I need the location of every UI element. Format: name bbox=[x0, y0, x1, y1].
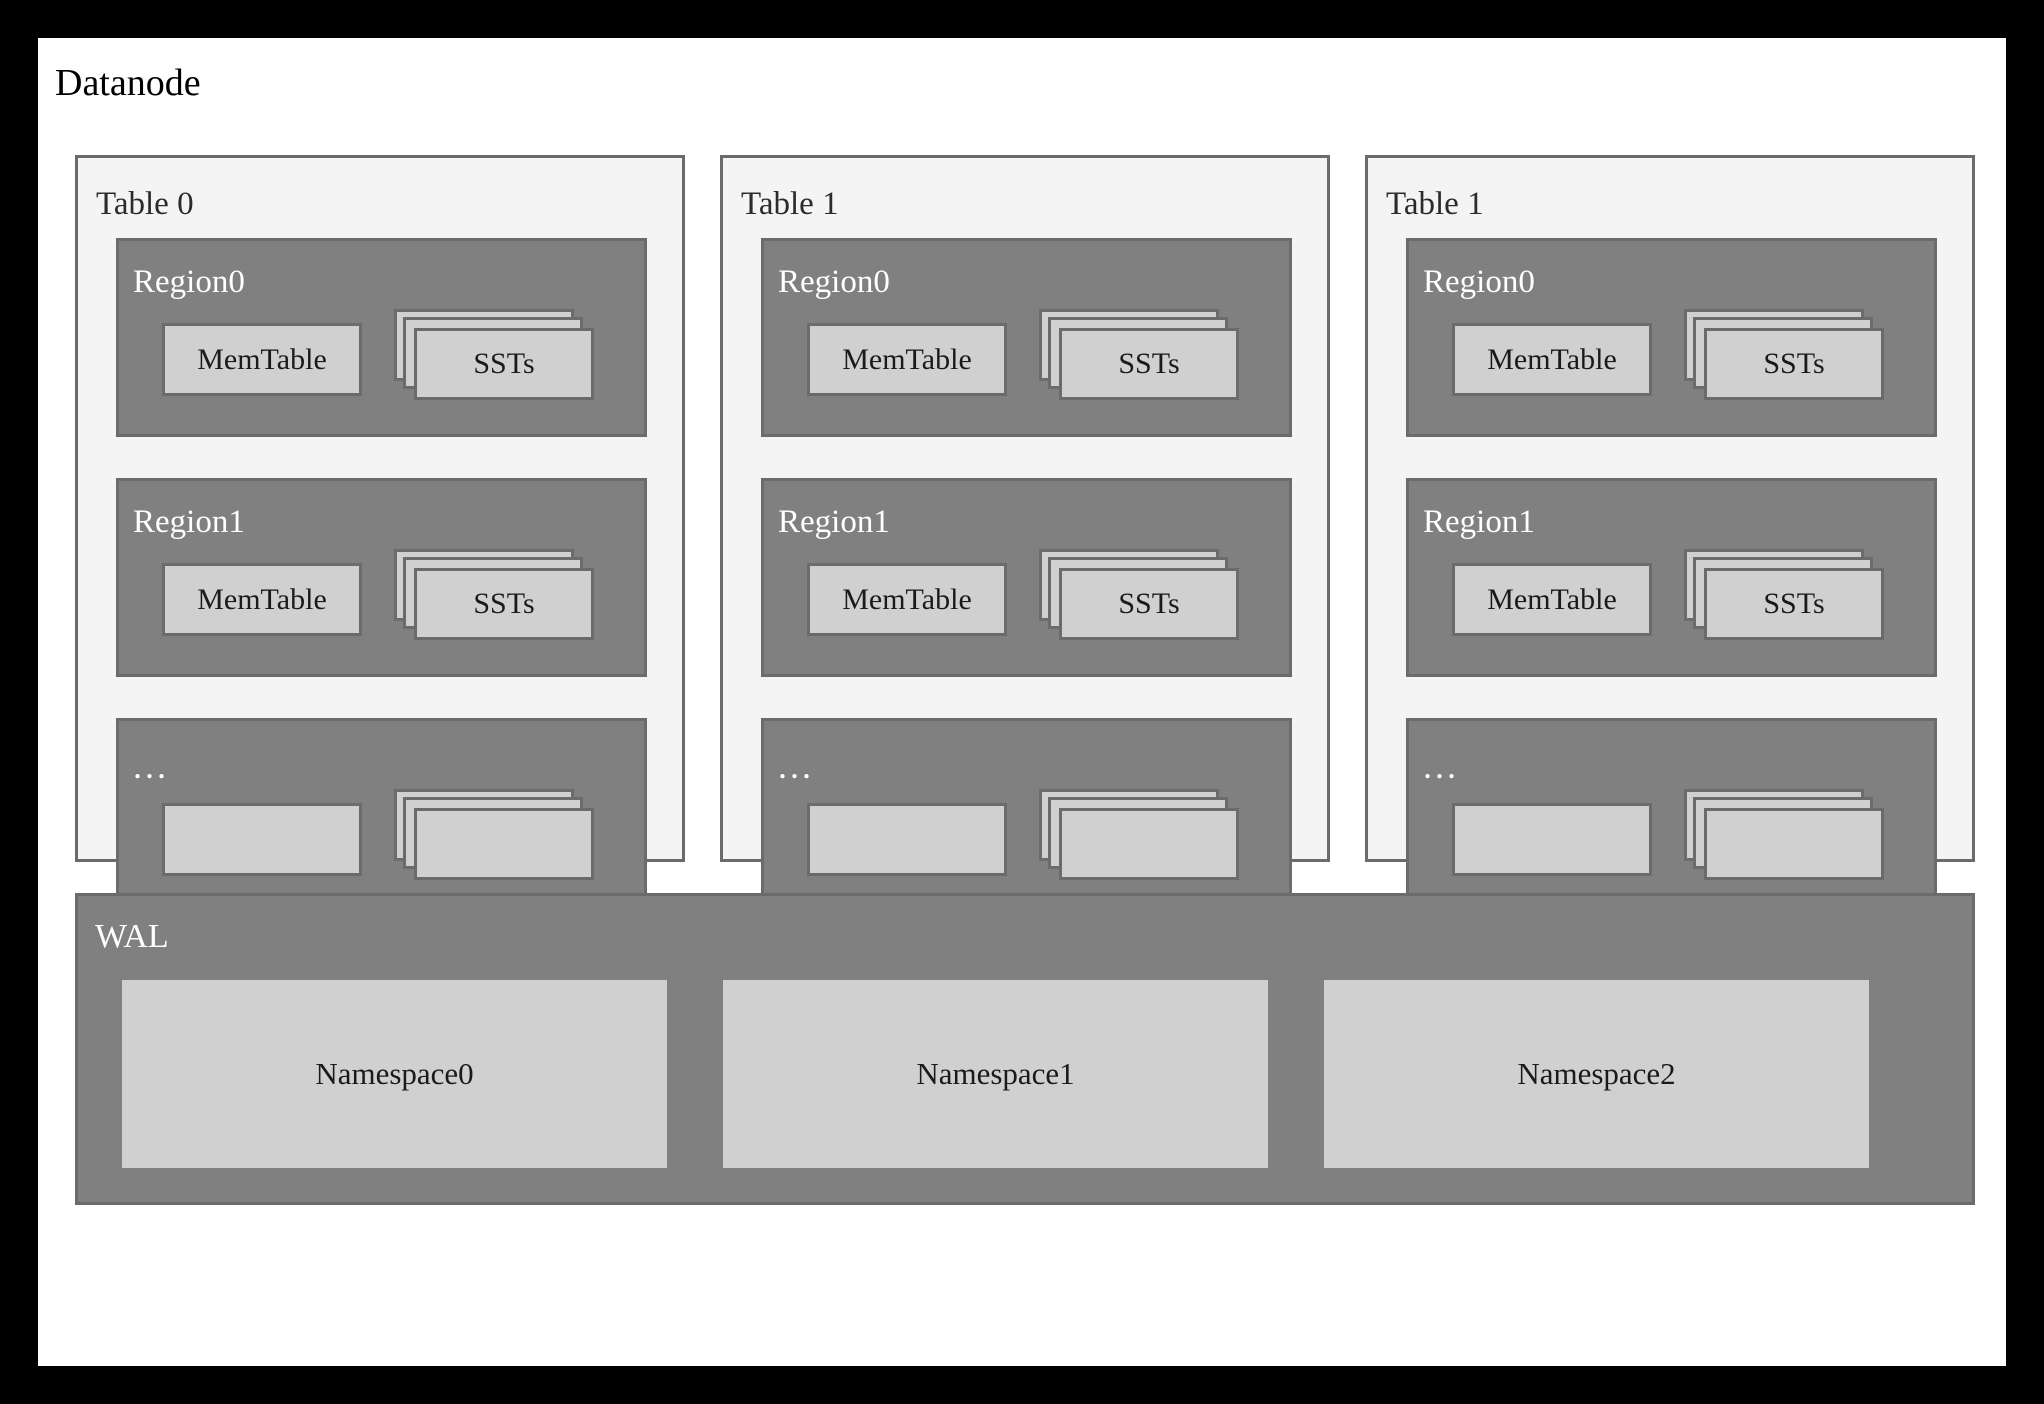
sst-stack[interactable]: SSTs bbox=[1039, 549, 1244, 649]
region-block-ellipsis[interactable]: ... bbox=[761, 718, 1292, 917]
sst-stack[interactable]: SSTs bbox=[394, 549, 599, 649]
sst-layer-front[interactable]: SSTs bbox=[1704, 328, 1884, 400]
wal-panel[interactable]: WAL Namespace0 Namespace1 Namespace2 bbox=[75, 893, 1975, 1205]
memtable-box[interactable] bbox=[1452, 803, 1652, 876]
region-block[interactable]: Region0 MemTable SSTs bbox=[1406, 238, 1937, 437]
region-block[interactable]: Region0 MemTable SSTs bbox=[761, 238, 1292, 437]
region-label: Region1 bbox=[778, 504, 890, 540]
sst-stack[interactable] bbox=[1684, 789, 1889, 889]
region-label: Region0 bbox=[133, 264, 245, 300]
sst-layer-front[interactable] bbox=[414, 808, 594, 880]
sst-layer-front[interactable]: SSTs bbox=[1059, 328, 1239, 400]
namespace-box[interactable]: Namespace2 bbox=[1324, 980, 1869, 1168]
table-label: Table 1 bbox=[1386, 186, 1484, 222]
region-label: Region1 bbox=[133, 504, 245, 540]
memtable-box[interactable] bbox=[162, 803, 362, 876]
sst-layer-front[interactable]: SSTs bbox=[414, 568, 594, 640]
namespace-box[interactable]: Namespace0 bbox=[122, 980, 667, 1168]
sst-layer-front[interactable]: SSTs bbox=[1059, 568, 1239, 640]
sst-layer-front[interactable] bbox=[1704, 808, 1884, 880]
memtable-box[interactable]: MemTable bbox=[162, 323, 362, 396]
memtable-box[interactable]: MemTable bbox=[1452, 323, 1652, 396]
region-block[interactable]: Region1 MemTable SSTs bbox=[761, 478, 1292, 677]
table-label: Table 0 bbox=[96, 186, 194, 222]
sst-layer-front[interactable]: SSTs bbox=[414, 328, 594, 400]
region-block[interactable]: Region0 MemTable SSTs bbox=[116, 238, 647, 437]
ellipsis-label: ... bbox=[778, 746, 814, 786]
region-label: Region1 bbox=[1423, 504, 1535, 540]
sst-stack[interactable] bbox=[394, 789, 599, 889]
sst-stack[interactable]: SSTs bbox=[394, 309, 599, 409]
ellipsis-label: ... bbox=[1423, 746, 1459, 786]
region-block-ellipsis[interactable]: ... bbox=[116, 718, 647, 917]
region-label: Region0 bbox=[778, 264, 890, 300]
memtable-box[interactable]: MemTable bbox=[1452, 563, 1652, 636]
memtable-box[interactable] bbox=[807, 803, 1007, 876]
memtable-box[interactable]: MemTable bbox=[807, 563, 1007, 636]
sst-stack[interactable] bbox=[1039, 789, 1244, 889]
page-title: Datanode bbox=[55, 62, 201, 104]
table-label: Table 1 bbox=[741, 186, 839, 222]
table-panel-1[interactable]: Table 1 Region0 MemTable SSTs Region1 Me… bbox=[720, 155, 1330, 917]
sst-layer-front[interactable] bbox=[1059, 808, 1239, 880]
table-panel-2[interactable]: Table 1 Region0 MemTable SSTs Region1 Me… bbox=[1365, 155, 1975, 917]
memtable-box[interactable]: MemTable bbox=[162, 563, 362, 636]
tables-row: Table 0 Region0 MemTable SSTs Region1 Me… bbox=[75, 155, 1975, 917]
ellipsis-label: ... bbox=[133, 746, 169, 786]
sst-stack[interactable]: SSTs bbox=[1684, 309, 1889, 409]
sst-stack[interactable]: SSTs bbox=[1039, 309, 1244, 409]
sst-stack[interactable]: SSTs bbox=[1684, 549, 1889, 649]
namespace-box[interactable]: Namespace1 bbox=[723, 980, 1268, 1168]
wal-label: WAL bbox=[95, 918, 169, 955]
region-block[interactable]: Region1 MemTable SSTs bbox=[116, 478, 647, 677]
region-label: Region0 bbox=[1423, 264, 1535, 300]
memtable-box[interactable]: MemTable bbox=[807, 323, 1007, 396]
datanode-canvas: Datanode Table 0 Region0 MemTable SSTs R… bbox=[38, 38, 2006, 1366]
table-panel-0[interactable]: Table 0 Region0 MemTable SSTs Region1 Me… bbox=[75, 155, 685, 917]
region-block[interactable]: Region1 MemTable SSTs bbox=[1406, 478, 1937, 677]
sst-layer-front[interactable]: SSTs bbox=[1704, 568, 1884, 640]
region-block-ellipsis[interactable]: ... bbox=[1406, 718, 1937, 917]
